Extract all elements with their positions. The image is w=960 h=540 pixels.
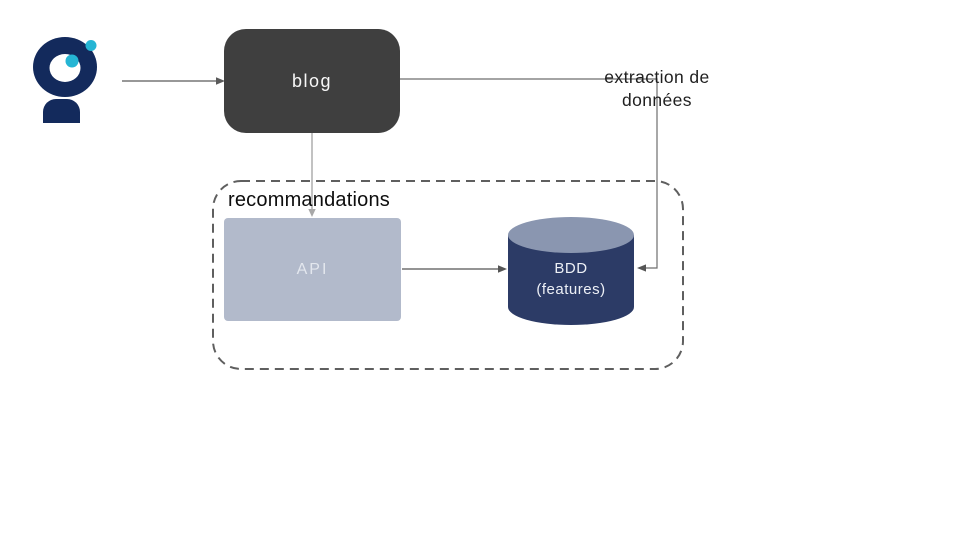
node-blog: blog: [224, 29, 400, 133]
node-api: API: [224, 218, 401, 321]
arrowhead-right-icon: [216, 77, 225, 85]
database-top: [508, 217, 634, 253]
logo-cyan-dot-inner: [65, 54, 79, 68]
logo-body: [43, 99, 80, 123]
connector-blog-to-bdd: [400, 78, 658, 272]
database-body: [508, 235, 634, 325]
node-bdd-label-line1: BDD: [554, 260, 588, 277]
connector-blog-to-api: [308, 131, 316, 217]
logo-cyan-dot-outer: [85, 40, 97, 51]
arrowhead-down-icon: [308, 209, 316, 217]
connector-logo-to-blog: [122, 77, 225, 85]
connector-api-to-bdd: [402, 265, 507, 273]
arrowhead-left-icon: [637, 264, 646, 272]
label-extraction-de-donnees: extraction de données: [552, 66, 762, 111]
person-magnifier-logo: [33, 37, 97, 123]
label-extraction-line2: données: [622, 89, 692, 110]
node-bdd-label: BDD (features): [508, 258, 634, 300]
label-extraction-line1: extraction de: [604, 67, 710, 87]
node-bdd-label-line2: (features): [536, 281, 606, 298]
group-box-border: [212, 180, 684, 370]
node-blog-label: blog: [291, 70, 333, 91]
database-cylinder: [508, 217, 634, 325]
arrowhead-right-icon: [498, 265, 507, 273]
label-recommandations: recommandations: [228, 189, 390, 211]
node-api-label: API: [296, 260, 329, 278]
